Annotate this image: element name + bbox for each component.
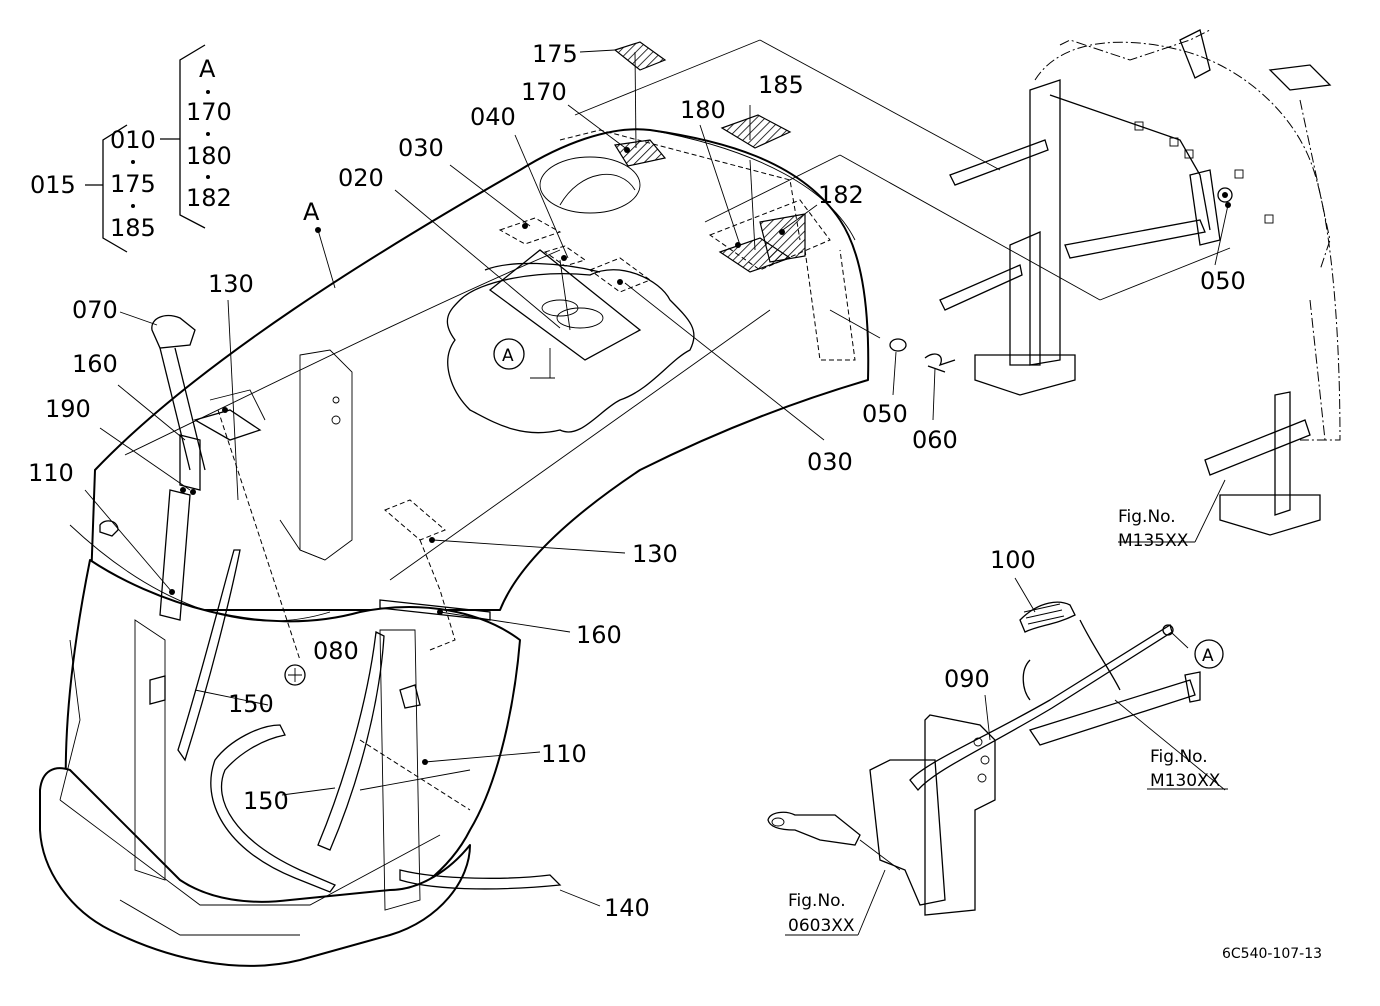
fig-ref-m130-line1: Fig.No. [1150, 747, 1208, 767]
callout-080: 080 [313, 637, 359, 665]
callout-110-right: 110 [541, 740, 587, 768]
bom-group2-item: 180 [186, 142, 232, 170]
fig-ref-m130-line2: M130XX [1150, 771, 1221, 791]
bom-tree: 015 010 175 185 A 170 180 182 [30, 44, 232, 253]
bom-parent: 015 [30, 171, 76, 199]
linkage-assembly [767, 601, 1226, 916]
callout-a: A [303, 198, 320, 226]
handle-parts [99, 315, 421, 709]
callout-090: 090 [944, 665, 990, 693]
bom-group1-item: 185 [110, 214, 156, 242]
drawing-code: 6C540-107-13 [1222, 946, 1322, 962]
callout-150-lower: 150 [243, 787, 289, 815]
bom-group2-item: 170 [186, 98, 232, 126]
callout-050: 050 [862, 400, 908, 428]
frame-assembly [939, 29, 1341, 536]
callout-150-left: 150 [228, 690, 274, 718]
cutaway-detail: A [446, 249, 695, 434]
callout-040: 040 [470, 103, 516, 131]
callout-160-left: 160 [72, 350, 118, 378]
callout-140: 140 [604, 894, 650, 922]
circled-a-inner: A [502, 346, 514, 366]
fig-ref-m135-line1: Fig.No. [1118, 507, 1176, 527]
callout-070: 070 [72, 296, 118, 324]
projection-lines [574, 39, 1231, 339]
callout-130-right: 130 [632, 540, 678, 568]
callout-100: 100 [990, 546, 1036, 574]
callout-060: 060 [912, 426, 958, 454]
callout-020: 020 [338, 164, 384, 192]
leader-lines [84, 49, 1231, 936]
callout-110-left: 110 [28, 459, 74, 487]
callout-130-left: 130 [208, 270, 254, 298]
callout-182: 182 [818, 181, 864, 209]
callout-160-right: 160 [576, 621, 622, 649]
callout-030-top: 030 [398, 134, 444, 162]
callout-030-right: 030 [807, 448, 853, 476]
bom-group1-item: 010 [110, 126, 156, 154]
figure-references: Fig.No. M135XX Fig.No. M130XX Fig.No. 06… [788, 507, 1221, 936]
callout-180: 180 [680, 96, 726, 124]
bom-group2-item: A [199, 55, 216, 83]
fig-ref-0603-line2: 0603XX [788, 916, 855, 936]
callout-175: 175 [532, 40, 578, 68]
callout-185: 185 [758, 71, 804, 99]
callout-170: 170 [521, 78, 567, 106]
callout-050-frame: 050 [1200, 267, 1246, 295]
callout-190: 190 [45, 395, 91, 423]
bom-group2-item: 182 [186, 184, 232, 212]
hardware [889, 338, 956, 373]
bonnet-body [39, 128, 870, 967]
fig-ref-m135-line2: M135XX [1118, 531, 1189, 551]
bom-group1-item: 175 [110, 170, 156, 198]
circled-a-side: A [1202, 646, 1214, 666]
callouts: 175 170 040 180 185 182 030 020 A 130 07… [28, 40, 1246, 922]
fig-ref-0603-line1: Fig.No. [788, 891, 846, 911]
